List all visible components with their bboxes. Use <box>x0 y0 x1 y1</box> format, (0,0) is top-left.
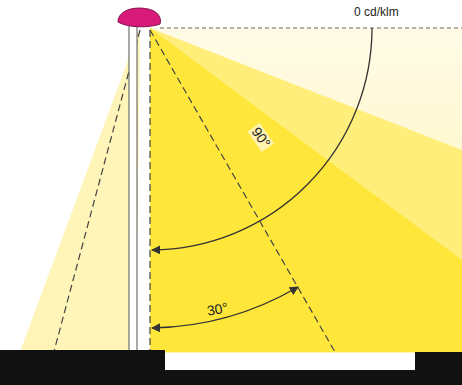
light-cone-outer <box>150 28 462 352</box>
ground-left <box>0 350 165 385</box>
pale-light-region <box>150 28 462 353</box>
ninety-degree-arc <box>152 28 372 250</box>
light-cone-main <box>150 28 462 352</box>
pole <box>129 22 137 352</box>
left-dashed-line <box>45 30 140 385</box>
vertical-reference <box>149 30 150 352</box>
intensity-label: 0 cd/klm <box>352 6 401 19</box>
thirty-degree-line <box>150 30 335 352</box>
road-surface <box>165 370 415 385</box>
luminaire <box>118 8 161 27</box>
thirty-degree-arc <box>152 287 298 328</box>
ground-right <box>415 352 462 385</box>
left-spill-light <box>20 28 140 352</box>
horizontal-reference <box>160 28 462 29</box>
